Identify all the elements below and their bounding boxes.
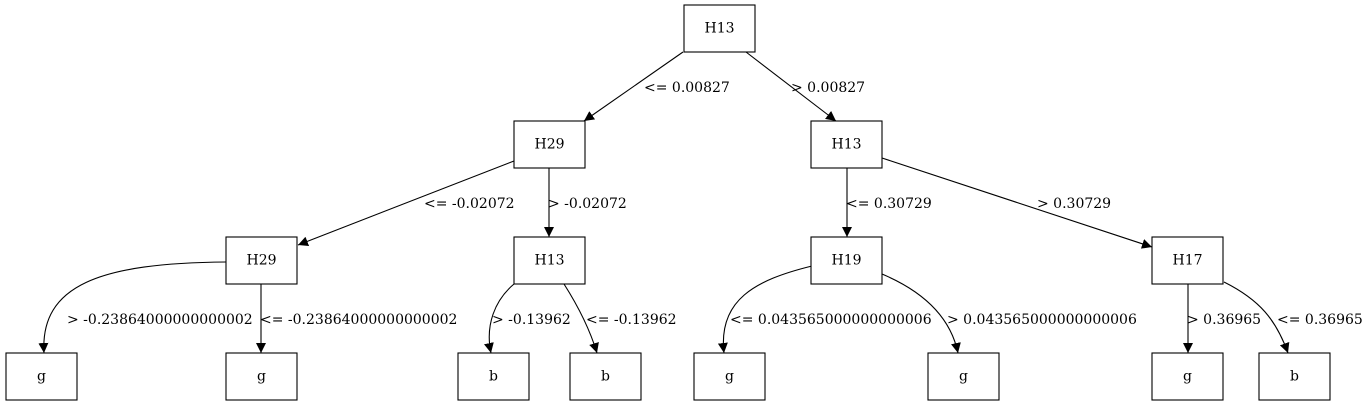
edge-label: <= -0.23864000000000002 [260, 312, 457, 328]
node-label: H19 [831, 253, 861, 269]
edge-label: <= 0.36965 [1277, 312, 1363, 328]
edge-h29-g-left [38, 261, 227, 354]
edge-label: > -0.23864000000000002 [67, 312, 253, 328]
node-label: H13 [831, 137, 861, 153]
edge-root-right [745, 51, 837, 122]
edge-h17-b [1223, 281, 1290, 354]
leaf-node: g [1151, 352, 1224, 401]
edge-label: > -0.02072 [548, 196, 627, 212]
edge-label: <= 0.00827 [644, 80, 730, 96]
edge-label: <= 0.043565000000000006 [730, 312, 932, 328]
edge-label: > 0.30729 [1037, 196, 1111, 212]
edge-h13-b-right [563, 283, 599, 354]
edge-h13-h17 [881, 157, 1153, 249]
node-label: H17 [1172, 253, 1202, 269]
node-label: H13 [704, 21, 734, 37]
leaf-node: b [569, 352, 642, 401]
tree-node: H13 [810, 120, 883, 169]
leaf-label: g [725, 369, 734, 385]
edge-label: > 0.36965 [1187, 312, 1261, 328]
leaf-label: g [959, 369, 968, 385]
leaf-label: g [1183, 369, 1192, 385]
tree-node: H29 [513, 120, 586, 169]
edge-h29-h29 [297, 160, 515, 247]
tree-node: H13 [683, 4, 756, 53]
edges: <= 0.00827 > 0.00827 <= -0.02072 > -0.02… [38, 51, 1363, 354]
edge-root-left [583, 51, 684, 122]
edge-h19-g-left [717, 265, 813, 354]
edge-label: > 0.043565000000000006 [947, 312, 1137, 328]
tree-node: H17 [1151, 236, 1224, 285]
leaf-label: g [257, 369, 266, 385]
edge-label: <= -0.02072 [424, 196, 515, 212]
tree-node: H13 [513, 236, 586, 285]
node-label: H29 [246, 253, 276, 269]
leaf-node: g [5, 352, 78, 401]
edge-label: > 0.00827 [791, 80, 865, 96]
edge-label: > -0.13962 [492, 312, 571, 328]
edge-h19-g-right [881, 273, 961, 354]
tree-node: H29 [225, 236, 298, 285]
leaf-label: g [37, 369, 46, 385]
edge-label: <= -0.13962 [586, 312, 677, 328]
tree-node: H19 [810, 236, 883, 285]
edge-label: <= 0.30729 [846, 196, 932, 212]
leaf-label: b [1290, 369, 1299, 385]
leaf-node: g [225, 352, 298, 401]
leaf-node: b [1258, 352, 1331, 401]
leaf-label: b [489, 369, 498, 385]
node-label: H13 [534, 253, 564, 269]
leaf-node: b [457, 352, 530, 401]
nodes: H13 H29 H13 H29 H13 H19 H17 [5, 4, 1331, 401]
leaf-node: g [693, 352, 766, 401]
edge-h13-b-left [484, 283, 515, 354]
node-label: H29 [534, 137, 564, 153]
leaf-node: g [927, 352, 1000, 401]
leaf-label: b [601, 369, 610, 385]
